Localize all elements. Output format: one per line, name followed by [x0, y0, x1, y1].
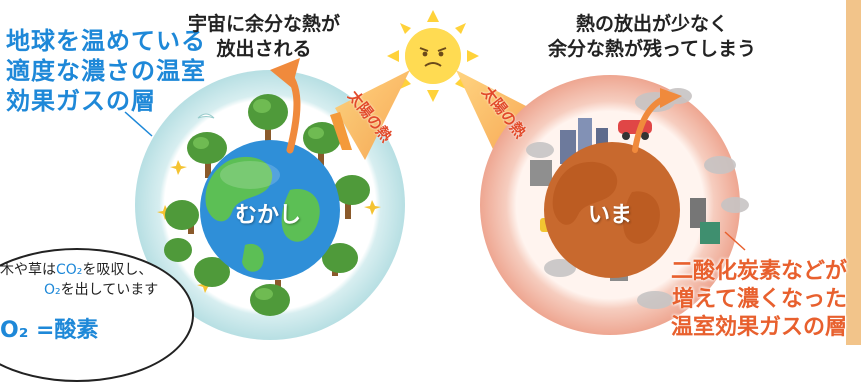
bird-icon: [197, 113, 215, 119]
bubble-line-1: 木や草はCO₂を吸収し、: [0, 260, 158, 280]
present-earth-label: いま: [588, 203, 633, 228]
right-caption-line-1: 二酸化炭素などが: [670, 259, 847, 284]
edge-decoration: [846, 0, 861, 345]
present-earth: [544, 142, 680, 278]
right-caption-line-2: 増えて濃くなった: [672, 287, 847, 312]
caption-pointer-right: [724, 231, 746, 251]
heat-escape-arrow-left: [270, 58, 301, 154]
left-heat-line-2: 放出される: [216, 38, 312, 60]
caption-pointer-left: [124, 111, 153, 137]
right-heat-line-2: 余分な熱が残ってしまう: [548, 38, 757, 60]
bubble-line-2: O₂を出しています: [0, 280, 158, 300]
tree-icons: [164, 94, 370, 316]
left-caption-line-1: 地球を温めている: [6, 27, 206, 55]
left-caption: 地球を温めている 適度な濃さの温室 効果ガスの層: [6, 26, 206, 116]
old-earth-label: むかし: [235, 203, 302, 228]
left-heat-line-1: 宇宙に余分な熱が: [188, 13, 341, 35]
left-heat-text: 宇宙に余分な熱が 放出される: [188, 12, 340, 62]
bubble-co2: CO₂: [56, 262, 83, 278]
bubble-line-2-b: を出しています: [60, 282, 159, 298]
left-caption-line-2: 適度な濃さの温室: [6, 57, 206, 85]
left-caption-line-3: 効果ガスの層: [6, 87, 156, 115]
old-earth: [200, 140, 340, 280]
sun-icon: [387, 10, 479, 102]
right-caption-line-3: 温室効果ガスの層: [670, 315, 847, 340]
bubble-line-1-a: 木や草は: [0, 262, 56, 278]
diagram-graphics: [124, 0, 861, 345]
bubble-text: 木や草はCO₂を吸収し、 O₂を出しています: [0, 260, 158, 300]
right-caption: 二酸化炭素などが 増えて濃くなった 温室効果ガスの層: [671, 258, 847, 342]
bubble-line-1-c: を吸収し、: [82, 262, 153, 278]
heat-trapped-arrow-right: [632, 88, 682, 153]
oxygen-formula: O₂ =酸素: [0, 318, 99, 343]
right-heat-text: 熱の放出が少なく 余分な熱が残ってしまう: [548, 12, 756, 62]
right-heat-line-1: 熱の放出が少なく: [576, 13, 729, 35]
bubble-o2: O₂: [44, 282, 61, 298]
heat-beam-left: [330, 70, 410, 160]
